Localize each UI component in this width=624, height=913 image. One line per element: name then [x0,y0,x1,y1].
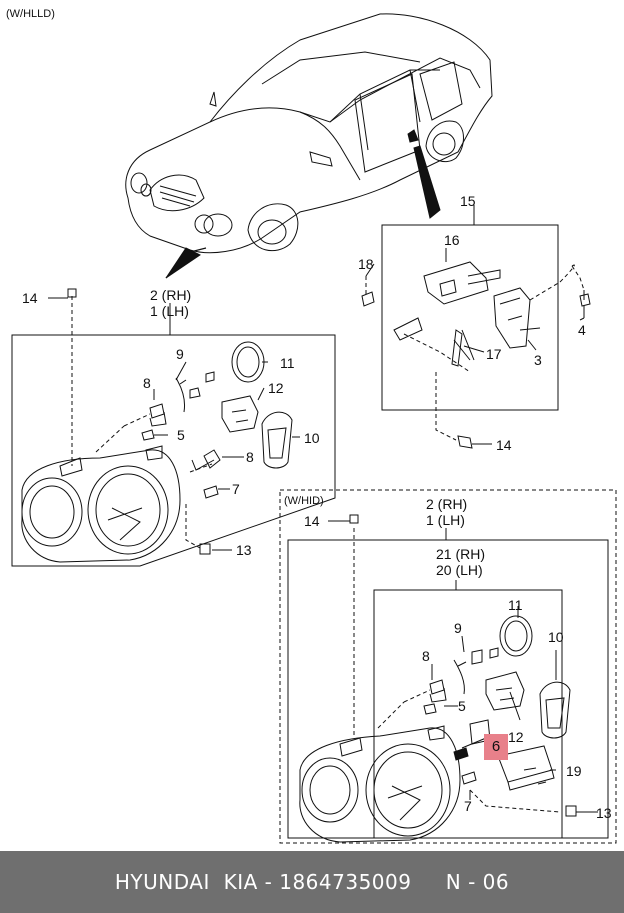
callout-10: 10 [304,430,320,446]
callout-1-lh-hid: 1 (LH) [426,512,465,528]
callout-21-rh: 21 (RH) [436,546,486,562]
callout-16: 16 [444,232,460,248]
callout-20-lh: 20 (LH) [436,562,483,578]
callout-4: 4 [578,322,586,338]
callout-6-highlighted: 6 [484,734,508,760]
callout-2-rh: 2 (RH) [150,287,192,303]
callout-11: 11 [280,355,295,371]
variant-label-hlld: (W/HLLD) [6,8,55,20]
callout-9-hid: 9 [454,620,462,636]
callout-3: 3 [534,352,542,368]
callout-19: 19 [566,763,582,779]
callout-8-hid: 8 [422,648,430,664]
hlld-lamp-box [11,288,336,567]
hid-box [279,489,617,844]
callout-5-hid: 5 [458,698,466,714]
callout-11-hid: 11 [508,597,523,613]
callout-18: 18 [358,256,374,272]
callout-13-hid: 13 [596,805,612,821]
callout-14: 14 [22,290,38,306]
callout-7: 7 [232,481,240,497]
callout-17: 17 [486,346,502,362]
callout-14-level: 14 [496,437,512,453]
callout-5: 5 [177,427,185,443]
leveling-box [361,205,591,449]
callout-15: 15 [460,193,476,209]
callout-2-rh-hid: 2 (RH) [426,496,468,512]
car-illustration [125,13,493,279]
callout-1-lh: 1 (LH) [150,303,189,319]
callout-8-lower: 8 [246,449,254,465]
variant-label-hid: (W/HID) [284,495,324,507]
callout-8: 8 [143,375,151,391]
callout-9: 9 [176,346,184,362]
callout-14-hid: 14 [304,513,320,529]
callout-12-hid: 12 [508,729,524,745]
callout-12: 12 [268,380,284,396]
callout-10-hid: 10 [548,629,564,645]
part-number-caption: HYUNDAI KIA - 1864735009 N - 06 [114,870,510,894]
callout-13: 13 [236,542,252,558]
leader-lines [48,263,598,813]
callout-7-hid: 7 [464,798,472,814]
footer-bar: HYUNDAI KIA - 1864735009 N - 06 [0,851,624,913]
